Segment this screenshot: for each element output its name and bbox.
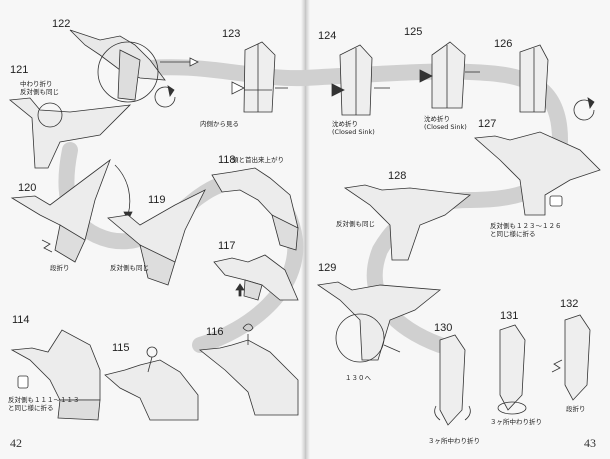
diagram-step-125 xyxy=(419,41,480,109)
step-number-128: 128 xyxy=(388,170,407,182)
diagram-step-129 xyxy=(316,281,442,363)
caption-step-130: ３ヶ所中わり折り xyxy=(428,437,480,445)
step-number-117: 117 xyxy=(218,240,236,252)
caption-step-121: 中わり折り反対側も同じ xyxy=(20,80,59,96)
flow-band xyxy=(122,59,569,353)
step-number-114: 114 xyxy=(12,314,30,326)
diagram-step-118 xyxy=(211,167,299,251)
caption-step-123: 内側から見る xyxy=(200,120,239,128)
diagram-step-126 xyxy=(519,44,595,121)
step-number-119: 119 xyxy=(148,194,166,206)
step-number-132: 132 xyxy=(560,298,579,310)
diagram-step-130 xyxy=(434,334,471,426)
step-number-125: 125 xyxy=(404,26,423,38)
page-number-left: 42 xyxy=(10,436,22,450)
step-number-116: 116 xyxy=(206,326,224,338)
diagram-step-123 xyxy=(231,41,288,113)
diagram-step-120 xyxy=(10,158,133,263)
diagram-step-117 xyxy=(213,254,299,301)
diagram-step-132 xyxy=(551,314,591,401)
step-number-127: 127 xyxy=(478,118,497,130)
caption-step-125: 沈め折り(Closed Sink) xyxy=(424,115,467,131)
step-number-126: 126 xyxy=(494,38,513,50)
caption-step-120: 段折り xyxy=(50,264,70,272)
step-number-120: 120 xyxy=(18,182,37,194)
diagram-step-131 xyxy=(497,324,527,415)
step-number-129: 129 xyxy=(318,262,337,274)
diagram-step-127 xyxy=(474,131,601,216)
diagram-step-121 xyxy=(8,85,176,169)
book-gutter xyxy=(301,0,310,459)
page-number-right: 43 xyxy=(584,436,596,450)
caption-step-129: １３０へ xyxy=(345,374,371,382)
caption-step-124: 沈め折り(Closed Sink) xyxy=(332,120,375,136)
diagram-step-115 xyxy=(104,346,199,421)
step-number-130: 130 xyxy=(434,322,453,334)
caption-step-132: 段折り xyxy=(566,405,586,413)
step-number-123: 123 xyxy=(222,28,241,40)
step-number-121: 121 xyxy=(10,64,29,76)
step-number-131: 131 xyxy=(500,310,519,322)
diagram-step-124 xyxy=(331,44,390,116)
diagram-step-128 xyxy=(343,184,471,261)
caption-step-119: 反対側も同じ xyxy=(110,264,149,272)
diagram-step-122 xyxy=(69,29,199,103)
diagram-step-119 xyxy=(107,189,206,286)
step-number-122: 122 xyxy=(52,18,71,30)
diagram-step-116 xyxy=(198,323,299,416)
diagram-step-114 xyxy=(10,329,101,421)
step-number-118: 118 xyxy=(218,154,236,166)
caption-step-118: 頭と首出来上がり xyxy=(232,156,284,164)
caption-step-131: ３ヶ所中わり折り xyxy=(490,418,542,426)
caption-step-128: 反対側も同じ xyxy=(336,220,375,228)
step-number-124: 124 xyxy=(318,30,337,42)
step-number-115: 115 xyxy=(112,342,130,354)
